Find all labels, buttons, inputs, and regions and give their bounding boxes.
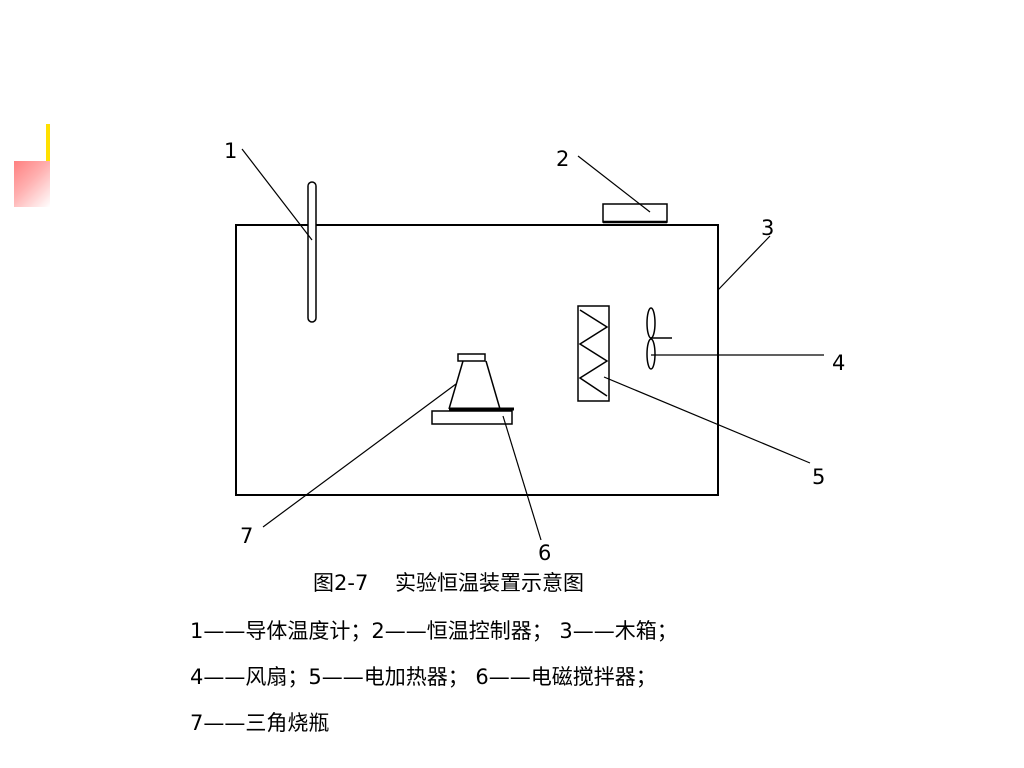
label-3: 3	[761, 216, 774, 240]
label-1: 1	[224, 139, 237, 163]
label-7: 7	[240, 524, 253, 548]
legend-line-1: 1——导体温度计；2——恒温控制器； 3——木箱；	[190, 619, 678, 643]
label-2: 2	[556, 147, 569, 171]
magnetic-stirrer	[431, 410, 513, 425]
label-5: 5	[812, 465, 825, 489]
electric-heater	[577, 305, 610, 402]
leader-line-1	[241, 148, 313, 241]
thermostat-apparatus-diagram: 1 2 3 4 5 6 7	[224, 139, 845, 565]
leader-line-6	[502, 415, 542, 541]
leader-line-3	[717, 235, 771, 291]
thermostat-controller	[602, 203, 668, 223]
leader-line-5	[603, 376, 811, 464]
wooden-box	[235, 224, 719, 496]
fan	[646, 307, 672, 370]
label-6: 6	[538, 541, 551, 565]
thermometer	[307, 181, 317, 323]
legend-line-3: 7——三角烧瓶	[190, 711, 330, 735]
figure-caption-title: 图2-7 实验恒温装置示意图	[313, 571, 584, 595]
leader-line-7	[262, 383, 457, 528]
label-4: 4	[832, 351, 845, 375]
leader-lines	[241, 148, 824, 541]
decorative-red-square	[14, 161, 50, 207]
conical-flask	[448, 353, 514, 411]
legend-line-2: 4——风扇；5——电加热器； 6——电磁搅拌器；	[190, 665, 657, 689]
leader-line-2	[577, 155, 651, 213]
